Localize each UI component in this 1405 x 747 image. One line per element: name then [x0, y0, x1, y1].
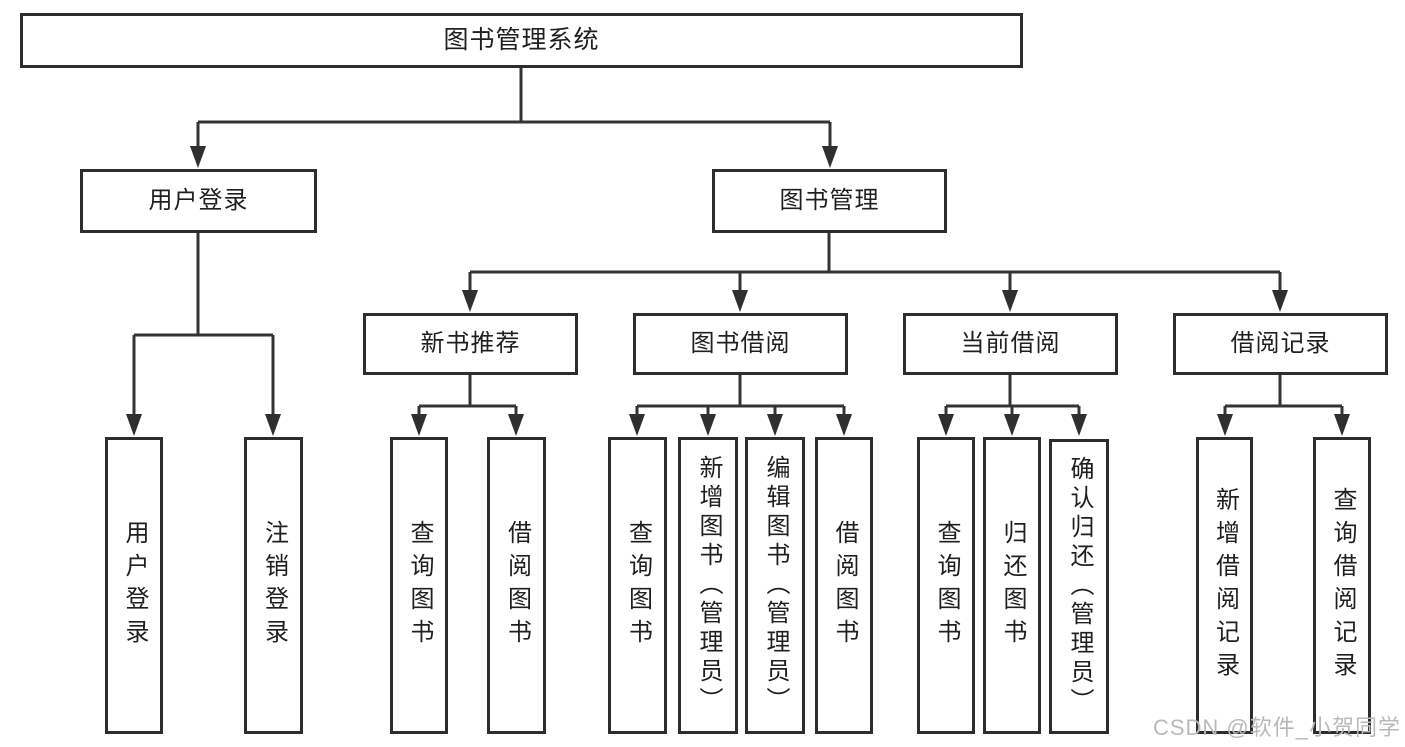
node-library-management-system: 图书管理系统 — [20, 13, 1023, 68]
node-new-book-recommend: 新书推荐 — [363, 313, 578, 375]
leaf-query-books-current: 查询图书 — [917, 437, 975, 734]
leaf-add-borrow-record: 新增借阅记录 — [1196, 437, 1253, 734]
leaf-user-login: 用户登录 — [105, 437, 163, 734]
csdn-watermark: CSDN @软件_小贺同学 — [1152, 715, 1401, 740]
leaf-edit-book-admin: 编辑图书（管理员） — [745, 437, 805, 734]
leaf-borrow-books-recommend: 借阅图书 — [487, 437, 546, 734]
node-current-borrowing: 当前借阅 — [903, 313, 1118, 375]
leaf-query-books-recommend: 查询图书 — [390, 437, 448, 734]
leaf-query-borrow-record: 查询借阅记录 — [1313, 437, 1371, 734]
leaf-query-books-borrowing: 查询图书 — [608, 437, 667, 734]
node-user-login: 用户登录 — [80, 169, 317, 233]
node-borrow-records: 借阅记录 — [1173, 313, 1388, 375]
leaf-add-book-admin: 新增图书（管理员） — [678, 437, 738, 734]
node-book-management: 图书管理 — [712, 169, 947, 233]
leaf-logout: 注销登录 — [244, 437, 303, 734]
leaf-borrow-books-borrowing: 借阅图书 — [815, 437, 873, 734]
leaf-confirm-return-admin: 确认归还（管理员） — [1049, 439, 1109, 734]
leaf-return-books: 归还图书 — [983, 437, 1041, 734]
node-book-borrowing: 图书借阅 — [633, 313, 848, 375]
